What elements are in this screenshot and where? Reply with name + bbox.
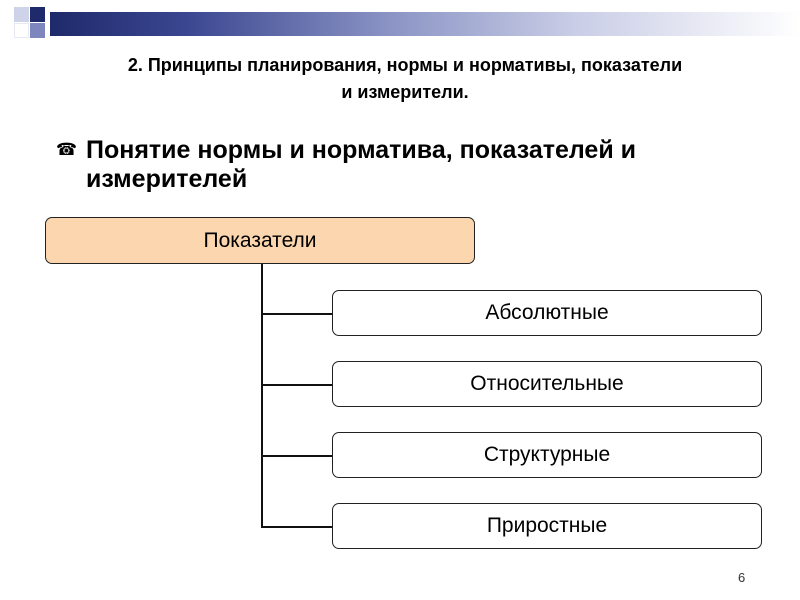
page-number: 6 bbox=[738, 570, 746, 585]
diagram-child-box: Структурные bbox=[332, 432, 762, 478]
diagram-root-box: Показатели bbox=[45, 217, 475, 264]
diagram-child-box: Приростные bbox=[332, 503, 762, 549]
diagram-child-box: Относительные bbox=[332, 361, 762, 407]
child-label: Приростные bbox=[486, 514, 608, 537]
root-label: Показатели bbox=[203, 228, 317, 252]
heading-line-2: и измерители. bbox=[341, 82, 469, 102]
connector-branch bbox=[261, 384, 333, 386]
slide-subheading: Понятие нормы и норматива, показателей и… bbox=[86, 136, 637, 193]
connector-trunk bbox=[261, 264, 263, 528]
connector-branch bbox=[261, 526, 333, 528]
connector-branch bbox=[261, 455, 333, 457]
child-label: Структурные bbox=[483, 443, 611, 466]
heading-line-1: 2. Принципы планирования, нормы и нормат… bbox=[127, 55, 683, 75]
child-label: Относительные bbox=[470, 372, 624, 395]
decor-square bbox=[14, 23, 29, 38]
slide-heading: 2. Принципы планирования, нормы и нормат… bbox=[40, 52, 770, 106]
decor-square bbox=[14, 7, 29, 22]
diagram-child-box: Абсолютные bbox=[332, 290, 762, 336]
telephone-icon: ☎ bbox=[56, 140, 78, 159]
title-banner bbox=[50, 12, 800, 36]
decor-square bbox=[30, 23, 45, 38]
decor-square bbox=[30, 7, 45, 22]
child-label: Абсолютные bbox=[485, 301, 609, 324]
connector-branch bbox=[261, 313, 333, 315]
